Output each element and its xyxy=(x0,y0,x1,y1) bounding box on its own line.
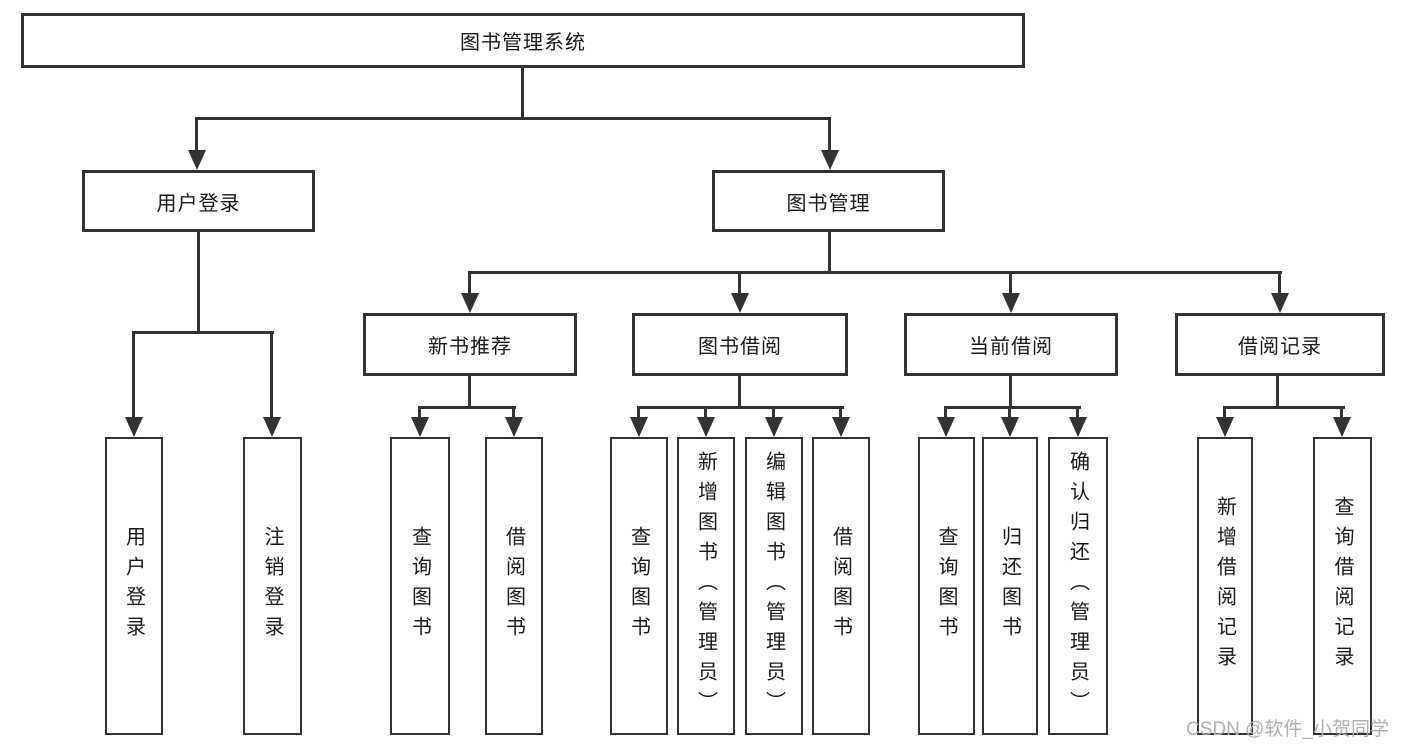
edge-book-borrow-drop-2 xyxy=(704,406,707,421)
arrowhead-return-book xyxy=(1001,417,1019,437)
arrowhead-add-borrow-record xyxy=(1216,417,1234,437)
edge-drop-new-book-recommend xyxy=(468,271,471,296)
edge-drop-book-borrow xyxy=(738,271,741,296)
node-user-login: 用户登录 xyxy=(82,170,315,232)
leaf-label: 新增图书（管理员） xyxy=(694,451,717,721)
leaf-label: 归还图书 xyxy=(998,526,1021,646)
edge-user-login-drop-left xyxy=(132,331,135,419)
arrowhead-confirm-return-admin xyxy=(1069,417,1087,437)
edge-book-borrow-crossbar xyxy=(637,406,844,409)
leaf-add-book-admin: 新增图书（管理员） xyxy=(677,437,735,735)
edge-user-login-drop-right xyxy=(270,331,273,419)
edge-new-book-stem xyxy=(468,376,471,409)
edge-drop-current-borrow xyxy=(1009,271,1012,296)
node-new-book-recommend: 新书推荐 xyxy=(363,313,577,376)
edge-root-crossbar xyxy=(195,117,831,120)
leaf-label: 注销登录 xyxy=(261,526,283,646)
edge-borrow-record-drop-1 xyxy=(1223,406,1226,421)
edge-book-borrow-drop-3 xyxy=(772,406,775,421)
edge-current-borrow-stem xyxy=(1009,376,1012,409)
arrowhead-current-borrow xyxy=(1002,293,1020,313)
edge-current-borrow-drop-2 xyxy=(1008,406,1011,421)
node-label: 图书管理系统 xyxy=(460,32,586,54)
edge-book-borrow-drop-1 xyxy=(637,406,640,421)
leaf-label: 查询图书 xyxy=(935,526,957,646)
node-label: 图书借阅 xyxy=(698,336,782,358)
leaf-add-borrow-record: 新增借阅记录 xyxy=(1197,437,1253,735)
edge-new-book-drop-1 xyxy=(418,406,421,421)
leaf-confirm-return-admin: 确认归还（管理员） xyxy=(1048,437,1108,735)
edge-current-borrow-crossbar xyxy=(944,406,1081,409)
edge-drop-borrow-record xyxy=(1278,271,1281,296)
node-book-management: 图书管理 xyxy=(712,170,945,232)
edge-borrow-record-drop-2 xyxy=(1340,406,1343,421)
arrowhead-query-book-2 xyxy=(630,417,648,437)
leaf-query-borrow-record: 查询借阅记录 xyxy=(1313,437,1372,735)
arrowhead-add-book-admin xyxy=(697,417,715,437)
edge-book-borrow-stem xyxy=(738,376,741,409)
edge-root-drop-right xyxy=(828,117,831,153)
node-label: 当前借阅 xyxy=(969,336,1053,358)
leaf-edit-book-admin: 编辑图书（管理员） xyxy=(745,437,803,735)
node-borrow-record: 借阅记录 xyxy=(1175,313,1385,376)
arrowhead-book-management xyxy=(821,150,839,170)
node-label: 用户登录 xyxy=(156,192,241,215)
edge-book-management-stem xyxy=(828,232,831,274)
arrowhead-borrow-book-2 xyxy=(832,417,850,437)
leaf-label: 用户登录 xyxy=(122,526,145,646)
leaf-logout: 注销登录 xyxy=(243,437,302,735)
leaf-query-book-1: 查询图书 xyxy=(390,437,450,735)
edge-book-borrow-drop-4 xyxy=(839,406,842,421)
edge-borrow-record-stem xyxy=(1276,376,1279,409)
edge-new-book-drop-2 xyxy=(512,406,515,421)
leaf-label: 查询图书 xyxy=(408,526,431,646)
arrowhead-borrow-record xyxy=(1271,293,1289,313)
leaf-borrow-book-2: 借阅图书 xyxy=(812,437,870,735)
leaf-return-book: 归还图书 xyxy=(982,437,1038,735)
leaf-label: 查询图书 xyxy=(627,526,650,646)
leaf-label: 查询借阅记录 xyxy=(1331,496,1353,676)
leaf-query-book-2: 查询图书 xyxy=(610,437,668,735)
node-book-borrow: 图书借阅 xyxy=(632,313,848,376)
edge-root-drop-left xyxy=(195,117,198,153)
leaf-label: 借阅图书 xyxy=(829,526,852,646)
arrowhead-query-borrow-record xyxy=(1333,417,1351,437)
leaf-label: 编辑图书（管理员） xyxy=(762,451,785,721)
csdn-watermark: CSDN @软件_小贺同学 xyxy=(1186,719,1389,740)
arrowhead-borrow-book-1 xyxy=(505,417,523,437)
arrowhead-new-book-recommend xyxy=(461,293,479,313)
edge-borrow-record-crossbar xyxy=(1223,406,1345,409)
edge-current-borrow-drop-1 xyxy=(944,406,947,421)
leaf-borrow-book-1: 借阅图书 xyxy=(485,437,543,735)
arrowhead-book-borrow xyxy=(731,293,749,313)
arrowhead-query-book-3 xyxy=(937,417,955,437)
arrowhead-leaf-user-login xyxy=(125,417,143,437)
node-library-management-system: 图书管理系统 xyxy=(21,13,1025,68)
arrowhead-user-login xyxy=(188,150,206,170)
leaf-label: 确认归还（管理员） xyxy=(1066,451,1089,721)
leaf-query-book-3: 查询图书 xyxy=(918,437,975,735)
leaf-user-login: 用户登录 xyxy=(105,437,163,735)
node-label: 借阅记录 xyxy=(1238,336,1322,358)
edge-user-login-crossbar xyxy=(132,331,274,334)
arrowhead-leaf-logout xyxy=(263,417,281,437)
leaf-label: 新增借阅记录 xyxy=(1213,496,1236,676)
arrowhead-edit-book-admin xyxy=(765,417,783,437)
node-label: 图书管理 xyxy=(786,192,871,215)
node-label: 新书推荐 xyxy=(428,336,512,358)
leaf-label: 借阅图书 xyxy=(502,526,525,646)
edge-book-management-crossbar xyxy=(468,271,1282,274)
edge-current-borrow-drop-3 xyxy=(1076,406,1079,421)
edge-new-book-crossbar xyxy=(418,406,516,409)
edge-user-login-stem xyxy=(197,232,200,334)
arrowhead-query-book-1 xyxy=(411,417,429,437)
node-current-borrow: 当前借阅 xyxy=(904,313,1118,376)
edge-root-stem xyxy=(521,68,524,120)
